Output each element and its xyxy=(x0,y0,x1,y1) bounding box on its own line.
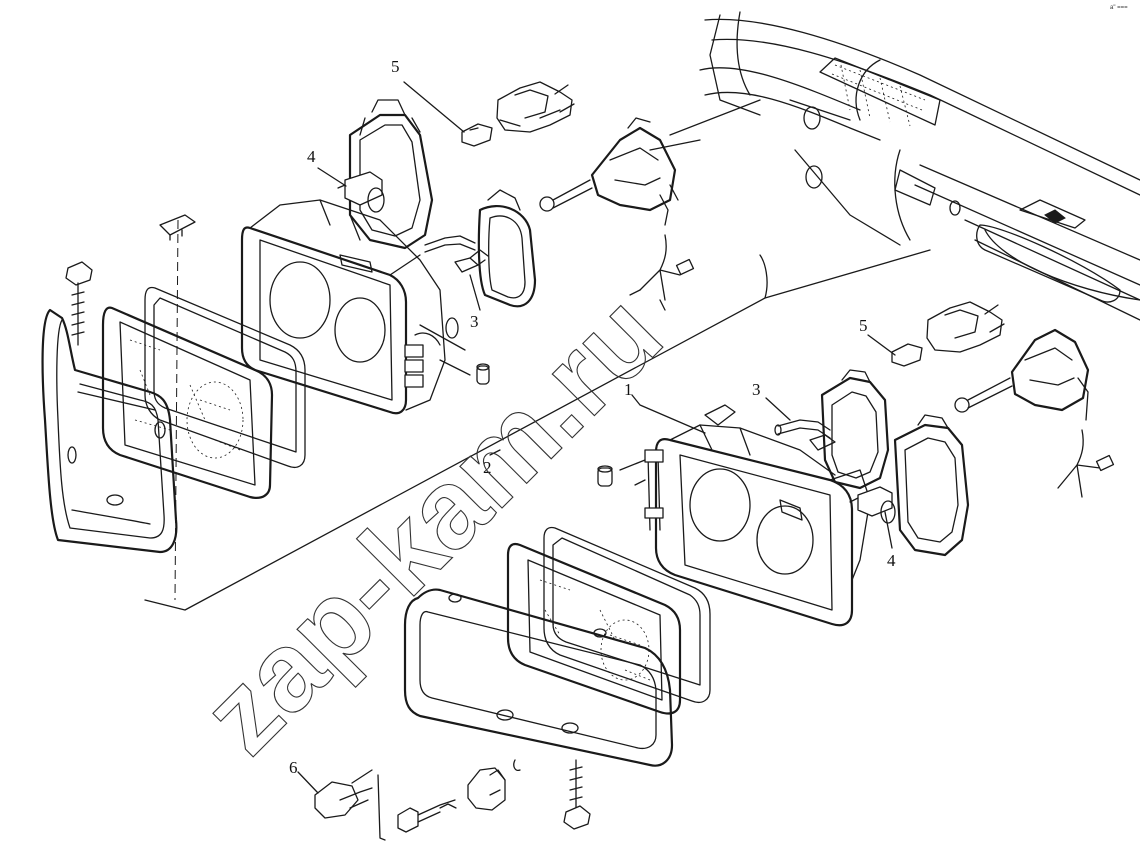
upper-headlamp-assembly xyxy=(41,81,695,554)
lower-headlamp-body xyxy=(654,424,871,627)
upper-wiring xyxy=(629,234,695,311)
lower-rear-cover xyxy=(893,414,970,557)
lower-connector xyxy=(926,301,1005,353)
upper-headlamp-body xyxy=(240,199,471,415)
upper-mounting-screw xyxy=(65,261,93,346)
part-6-bulb-socket xyxy=(314,767,506,841)
callout-4-upper: 4 xyxy=(307,147,316,166)
callout-5-lower: 5 xyxy=(859,316,868,335)
upper-bezel xyxy=(41,308,178,554)
callout-labels: 5 4 3 1 2 3 5 4 6 xyxy=(289,57,896,777)
upper-adjuster-cap xyxy=(476,363,490,385)
callout-5-upper: 5 xyxy=(391,57,400,76)
callout-3-upper: 3 xyxy=(470,312,479,331)
upper-mounting-clip xyxy=(159,214,196,241)
callout-2: 2 xyxy=(483,458,492,477)
lower-bulb-3 xyxy=(774,419,836,451)
corner-mark: a" === xyxy=(1110,5,1128,11)
upper-bulb-3 xyxy=(424,189,537,308)
callout-6: 6 xyxy=(289,758,298,777)
lower-mounting-screw xyxy=(563,759,591,830)
callout-1: 1 xyxy=(624,380,633,399)
lower-mounting-clip xyxy=(704,404,736,426)
lower-adjuster-rod xyxy=(619,449,664,531)
lower-side-cover xyxy=(820,369,890,490)
upper-lens xyxy=(101,306,274,499)
lower-wiring xyxy=(1057,429,1115,498)
lower-spring-hook xyxy=(513,759,521,772)
watermark-text: zap-kam.ru xyxy=(179,270,685,776)
callout-3-lower: 3 xyxy=(752,380,761,399)
lower-headlamp-assembly xyxy=(403,301,1115,830)
upper-leveling-motor xyxy=(539,117,679,226)
lower-bulb-4 xyxy=(849,486,896,524)
upper-rear-cover xyxy=(348,99,434,250)
vehicle-front-body xyxy=(669,11,1140,321)
lower-bezel xyxy=(403,588,674,767)
upper-bulb-4 xyxy=(337,171,385,213)
upper-bulb-5 xyxy=(461,123,493,147)
callout-4-lower: 4 xyxy=(887,551,896,570)
upper-gasket xyxy=(144,286,306,469)
callout-leaders xyxy=(297,81,896,794)
lower-bulb-5 xyxy=(891,343,923,367)
lower-leveling-motor xyxy=(954,328,1090,421)
lower-adjuster-cap xyxy=(597,465,613,487)
upper-connector xyxy=(496,81,575,133)
